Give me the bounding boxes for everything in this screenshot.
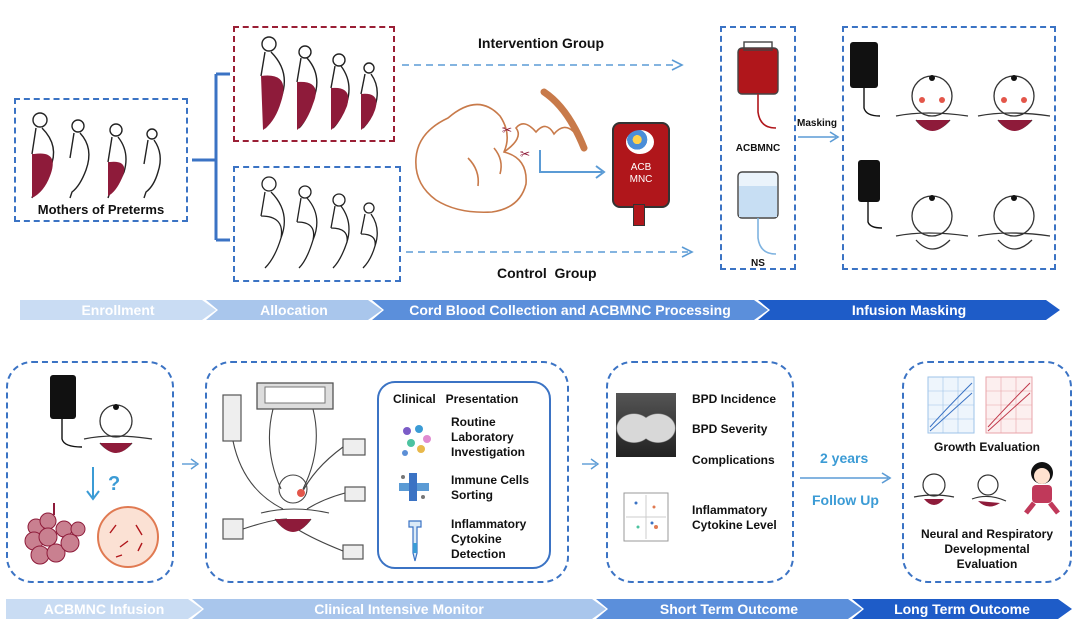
stage-enrollment: Enrollment (20, 300, 216, 320)
stage-short-term: Short Term Outcome (596, 599, 862, 619)
control-arrow (406, 246, 694, 258)
infants-infusion-icon (850, 42, 1051, 250)
chest-xray-icon (616, 393, 676, 457)
clinical-presentation-panel: Clinical Presentation Routine Laboratory… (377, 381, 551, 569)
mothers-label: Mothers of Preterms (37, 202, 165, 217)
stage-acbmnc-infusion: ACBMNC Infusion (6, 599, 202, 619)
clinical-monitor-box: Clinical Presentation Routine Laboratory… (205, 361, 569, 583)
neural-respiratory-label: Neural and Respiratory Developmental Eva… (920, 527, 1054, 571)
cell-sorting-icon (399, 473, 429, 501)
cytokine-plot-icon (623, 492, 669, 542)
acbmnc-label: ACBMNC (735, 143, 781, 154)
stage-cord-blood-processing: Cord Blood Collection and ACBMNC Process… (372, 300, 768, 320)
svg-text:✂: ✂ (502, 123, 512, 137)
acbmnc-blood-bag: ACB MNC (612, 122, 670, 208)
stage-long-term: Long Term Outcome (852, 599, 1072, 619)
acbmnc-iv-bag-icon (737, 41, 779, 129)
lab-investigation-icon (402, 425, 431, 456)
followup-label: Follow Up (812, 492, 879, 508)
alveolus-icon (97, 506, 159, 568)
pregnant-mothers-icon (31, 112, 161, 199)
clinical-item-immune-sorting: Immune Cells Sorting (451, 473, 530, 502)
intervention-group-label: Intervention Group (478, 35, 604, 51)
arrow-to-short-term (582, 458, 600, 470)
clinical-item-routine-lab: Routine Laboratory Investigation (451, 415, 526, 459)
svg-text:✂: ✂ (520, 147, 530, 161)
control-group-label: Control Group (497, 265, 597, 281)
growth-evaluation-label: Growth Evaluation (933, 440, 1040, 454)
allocation-bracket (192, 72, 230, 242)
growth-chart-pink-icon (985, 376, 1033, 434)
lungs-icon (24, 503, 86, 565)
masking-arrow (798, 131, 840, 143)
short-item-complications: Complications (692, 453, 775, 467)
control-mothers-icon (260, 176, 378, 269)
short-item-cytokine-level: Inflammatory Cytokine Level (692, 503, 777, 532)
short-term-box: BPD Incidence BPD Severity Complications… (606, 361, 794, 583)
acbmnc-infusion-box: ? (6, 361, 174, 583)
followup-years: 2 years (820, 450, 869, 466)
infusion-masking-box (842, 26, 1056, 270)
nicu-monitoring-icon (222, 382, 366, 560)
masking-label: Masking (797, 118, 838, 129)
growth-chart-blue-icon (927, 376, 975, 434)
short-item-bpd-incidence: BPD Incidence (692, 392, 777, 406)
followup-arrow (800, 472, 892, 484)
intervention-mothers-icon (260, 36, 378, 130)
test-tube-icon (408, 520, 422, 562)
bag-port-icon (633, 204, 645, 226)
stage-allocation: Allocation (206, 300, 382, 320)
clinical-presentation-title: Clinical Presentation (393, 392, 519, 406)
infusion-bags-box: ACBMNC NS (720, 26, 796, 270)
question-mark: ? (108, 473, 121, 495)
intervention-arrow (402, 59, 684, 71)
ns-iv-bag-icon (737, 171, 779, 255)
enrollment-box: Mothers of Preterms (14, 98, 188, 222)
clinical-item-cytokine-detection: Inflammatory Cytokine Detection (451, 517, 527, 561)
arrow-to-monitor (182, 458, 200, 470)
stage-infusion-masking: Infusion Masking (758, 300, 1060, 320)
intervention-group-box (233, 26, 395, 142)
down-arrow (86, 467, 100, 501)
long-term-box: Growth Evaluation Neural and Respiratory… (902, 361, 1072, 583)
bag-label-line1: ACB (630, 162, 652, 173)
ns-label: NS (751, 258, 765, 269)
bag-label-line2: MNC (629, 174, 653, 185)
fetus-umbilical-cord-icon: ✂ ✂ (415, 88, 588, 214)
control-group-box (233, 166, 401, 282)
short-item-bpd-severity: BPD Severity (692, 422, 768, 436)
infant-development-icon (913, 462, 1060, 515)
bag-cells-icon (626, 130, 654, 154)
processing-arrow (539, 150, 606, 179)
infusion-infant-icon (50, 375, 153, 453)
stage-clinical-monitor: Clinical Intensive Monitor (192, 599, 606, 619)
